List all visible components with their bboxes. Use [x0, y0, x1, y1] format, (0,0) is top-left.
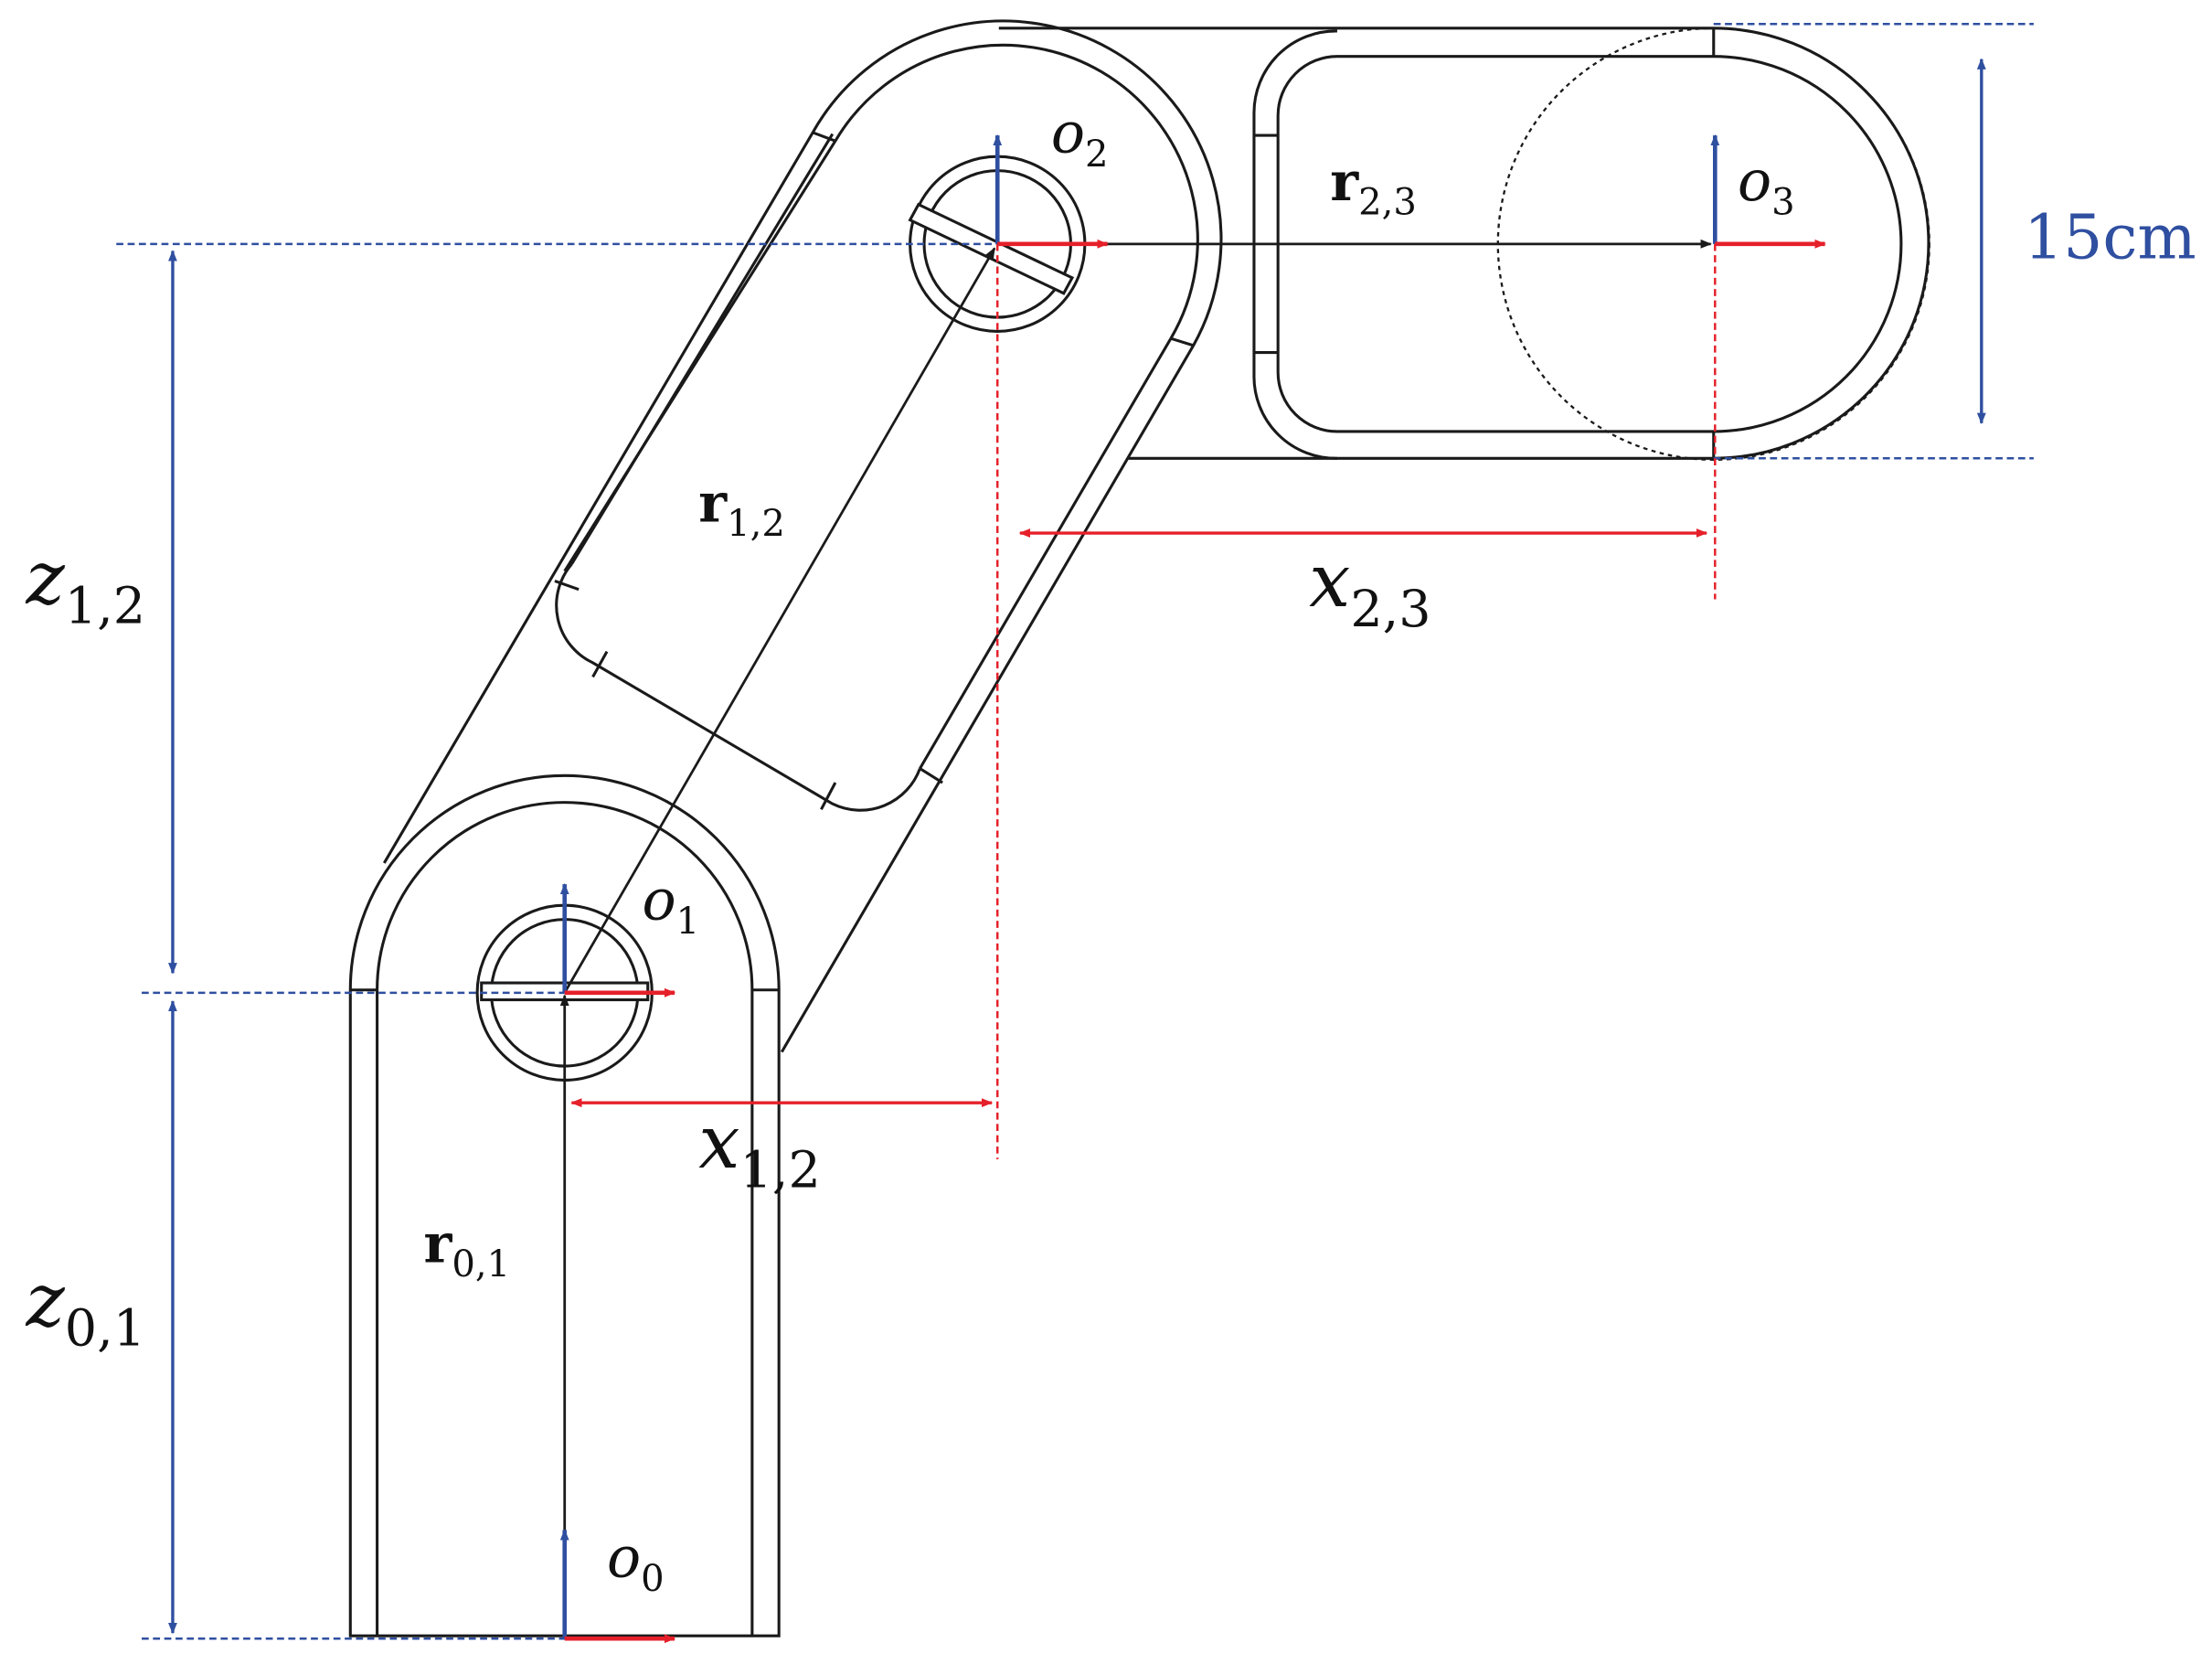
link-2-tick [1170, 336, 1195, 347]
label-z12: z1,2 [26, 536, 146, 636]
label-r12: r1,2 [698, 472, 785, 545]
dimension-arrows-red [570, 528, 1708, 1108]
link-2-inner-cap [834, 43, 1199, 339]
link-1-outer [348, 773, 781, 1637]
dimension-arrows-blue [168, 58, 1986, 1635]
vector-r12 [563, 247, 996, 994]
link-2-tick [812, 131, 836, 143]
label-x23: x2,3 [1309, 539, 1431, 639]
link-3-inner-slot [1276, 55, 1903, 433]
label-r23: r2,3 [1330, 150, 1417, 223]
link-1 [348, 773, 781, 1637]
label-r01: r0,1 [423, 1211, 510, 1285]
reference-lines-blue [116, 22, 2034, 1640]
link-1-inner [376, 801, 754, 1637]
link-2-tick [591, 650, 609, 678]
frame-o1 [559, 882, 676, 997]
link-2-slot [555, 133, 921, 812]
link-2-tick [820, 782, 837, 811]
frame-o2 [993, 133, 1109, 249]
frame-o0 [559, 1529, 676, 1644]
label-x12: x1,2 [698, 1100, 821, 1200]
label-o0: o0 [607, 1524, 665, 1599]
link-2 [382, 19, 1223, 1053]
link-2-outer-top [382, 19, 1223, 1053]
label-o1: o1 [643, 868, 700, 943]
position-vectors [559, 239, 1712, 1637]
label-z01: z0,1 [26, 1258, 146, 1359]
dimension-15cm-label: 15cm [2024, 201, 2196, 273]
label-o2: o2 [1051, 101, 1109, 176]
link-2-tick [919, 767, 943, 784]
link-2-inner-edge [919, 337, 1173, 770]
frame-o3 [1710, 133, 1826, 249]
link-2-tick [554, 580, 580, 592]
reference-lines-red [996, 243, 1717, 1159]
label-o3: o3 [1738, 148, 1795, 223]
